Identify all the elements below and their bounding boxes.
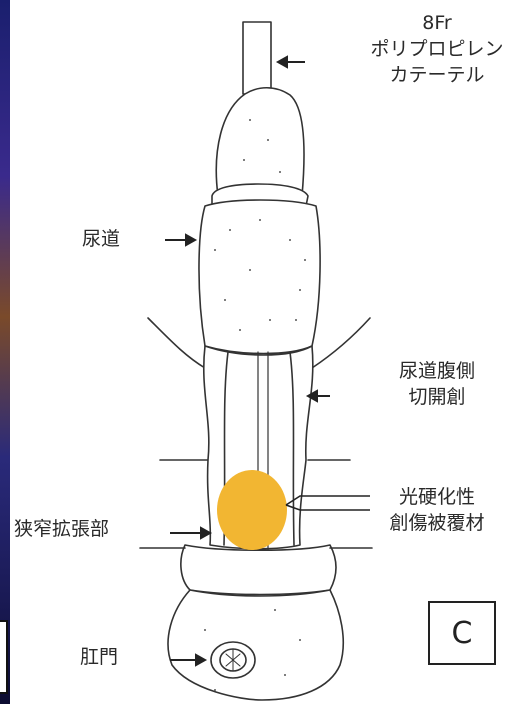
incision-label-line1: 尿道腹側 <box>382 358 492 384</box>
dressing-label-line2: 創傷被覆材 <box>372 510 502 536</box>
dressing-label: 光硬化性 創傷被覆材 <box>372 484 502 536</box>
stricture-label: 狭窄拡張部 <box>14 516 109 542</box>
glans <box>216 88 304 196</box>
panel-letter-box: C <box>428 601 496 665</box>
anus-label: 肛門 <box>80 644 118 670</box>
catheter-label-line1: 8Fr <box>352 10 522 36</box>
skin-line-left-upper <box>148 318 205 368</box>
perineum <box>168 590 343 700</box>
catheter-tube <box>243 22 271 94</box>
panel-letter: C <box>452 616 473 651</box>
photocured-dressing-blob <box>217 470 287 550</box>
penile-shaft <box>199 200 320 354</box>
lower-shaft <box>181 545 336 595</box>
skin-line-right-upper <box>312 318 370 368</box>
incision-label: 尿道腹側 切開創 <box>382 358 492 410</box>
dressing-label-line1: 光硬化性 <box>372 484 502 510</box>
catheter-label-line2: ポリプロピレン <box>352 36 522 62</box>
catheter-label-line3: カテーテル <box>352 62 522 88</box>
catheter-label: 8Fr ポリプロピレン カテーテル <box>352 10 522 88</box>
urethra-label: 尿道 <box>82 226 120 252</box>
incision-label-line2: 切開創 <box>382 384 492 410</box>
